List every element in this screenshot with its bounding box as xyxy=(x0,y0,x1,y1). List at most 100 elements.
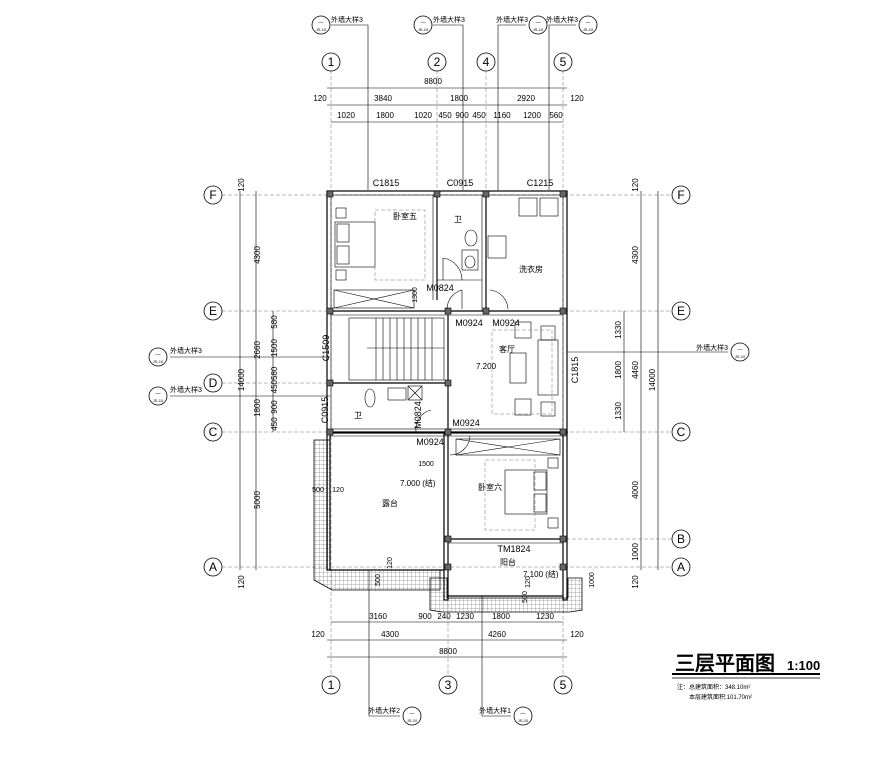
axis-bubble xyxy=(553,675,573,695)
dim-label: 1800 xyxy=(253,399,262,417)
ref-bubble-text: JS-10 xyxy=(583,27,594,32)
dim-label: 500 xyxy=(312,487,324,494)
dim-label: 1160 xyxy=(493,111,511,120)
axis-bubble xyxy=(321,52,341,72)
detail-reference-label: 外墙大样3 xyxy=(433,15,465,24)
ref-bubble-text: — xyxy=(586,20,591,26)
room-name: 卫 xyxy=(354,411,362,420)
label: 120 xyxy=(237,575,246,589)
detail-reference-label: 外墙大样2 xyxy=(368,706,400,715)
axis-bubble xyxy=(203,557,223,577)
axis-label: 2 xyxy=(434,55,441,69)
ref-bubble-text: — xyxy=(421,20,426,26)
columns xyxy=(326,190,567,571)
axis-label: 3 xyxy=(445,678,452,692)
drawing-title: 三层平面图 xyxy=(675,652,775,675)
label: 120 xyxy=(237,178,246,192)
dim-label: 1020 xyxy=(414,111,432,120)
detail-reference-icon xyxy=(730,342,750,362)
opening-tag: C1215 xyxy=(527,178,554,188)
dim-label: 500 xyxy=(522,591,529,603)
furniture xyxy=(333,197,561,531)
detail-reference-icon xyxy=(578,15,598,35)
dim-total: 8800 xyxy=(424,77,442,86)
detail-reference-icon xyxy=(513,706,533,726)
dim-label: 4460 xyxy=(631,361,640,379)
ref-bubble-text: — xyxy=(156,352,161,358)
axis-bubble xyxy=(438,675,458,695)
dim-label: 450580 xyxy=(270,366,279,393)
ref-bubble-text: JS-10 xyxy=(533,27,544,32)
ref-bubble-text: — xyxy=(536,20,541,26)
dim-label: 1800 xyxy=(614,361,623,379)
detail-reference-label: 外墙大样3 xyxy=(170,346,202,355)
axis-bubble xyxy=(427,52,447,72)
ref-bubble-text: JS-10 xyxy=(518,718,529,723)
dim-label: 120 xyxy=(313,94,327,103)
dim-label: 1800 xyxy=(450,94,468,103)
note: 注：总建筑面积：348.10m² xyxy=(677,683,750,691)
axis-bubble xyxy=(671,529,691,549)
dim-label: 4000 xyxy=(631,481,640,499)
detail-reference-icon xyxy=(148,386,168,406)
dim-label: 3840 xyxy=(374,94,392,103)
detail-reference-label: 外墙大样3 xyxy=(546,15,578,24)
dim-label: 4300 xyxy=(631,246,640,264)
dim-label: 1800 xyxy=(492,612,510,621)
dim-label: 450 xyxy=(438,111,452,120)
ref-bubble-text: — xyxy=(738,347,743,353)
axis-bubble xyxy=(671,301,691,321)
axis-label: E xyxy=(209,304,217,318)
dim-label: 1200 xyxy=(523,111,541,120)
axis-label: 4 xyxy=(483,55,490,69)
dim-label: 240 xyxy=(437,612,451,621)
axis-bubble xyxy=(476,52,496,72)
dim-label: 1230 xyxy=(456,612,474,621)
dim-label: 450 xyxy=(472,111,486,120)
opening-tag: M0924 xyxy=(455,318,483,328)
ref-bubble-text: JS-10 xyxy=(407,718,418,723)
axis-label: F xyxy=(677,188,684,202)
opening-tag: C0915 xyxy=(320,397,330,424)
ref-bubble-text: JS-10 xyxy=(316,27,327,32)
room-name: 卧室五 xyxy=(393,211,417,221)
dim-label: 1330 xyxy=(614,321,623,339)
detail-reference-label: 外墙大样3 xyxy=(696,343,728,352)
room-name: 卧室六 xyxy=(478,482,502,492)
dim-label: 120 xyxy=(631,178,640,192)
dim-label: 1020 xyxy=(337,111,355,120)
dim-label: 120 xyxy=(525,576,532,588)
axis-label: E xyxy=(677,304,685,318)
dim-label: 2920 xyxy=(517,94,535,103)
ref-bubble-text: JS-10 xyxy=(418,27,429,32)
opening-tag: C1815 xyxy=(373,178,400,188)
axis-bubble xyxy=(553,52,573,72)
dim-label: 2660 xyxy=(253,341,262,359)
dim-label: 4300 xyxy=(253,246,262,264)
room-name: 客厅 xyxy=(499,344,515,354)
axis-label: 5 xyxy=(560,55,567,69)
room-name: 露台 xyxy=(382,498,398,508)
axis-label: C xyxy=(677,425,686,439)
balcony-parapet xyxy=(429,577,583,613)
dim-label: 450 xyxy=(270,417,279,431)
axis-label: B xyxy=(677,532,685,546)
axis-bubble xyxy=(203,185,223,205)
ref-bubble-text: — xyxy=(156,391,161,397)
ref-bubble-text: JS-10 xyxy=(153,398,164,403)
axis-label: A xyxy=(677,560,685,574)
dim-label: 900 xyxy=(270,400,279,414)
dim-label: 5000 xyxy=(253,491,262,509)
axis-label: C xyxy=(209,425,218,439)
dim-label: 120 xyxy=(332,487,344,494)
opening-tag: C0915 xyxy=(447,178,474,188)
room-name: 卫 xyxy=(454,215,462,224)
room-name: 洗衣房 xyxy=(519,264,543,274)
detail-reference-label: 外墙大样3 xyxy=(170,385,202,394)
dim-label: 1300 xyxy=(412,287,419,303)
note: 本层建筑面积:101.70m² xyxy=(689,693,752,701)
dim-label: 1000 xyxy=(589,572,596,588)
ref-bubble-text: — xyxy=(521,711,526,717)
opening-tag: M0924 xyxy=(452,418,480,428)
opening-tag: M0824 xyxy=(413,401,423,429)
